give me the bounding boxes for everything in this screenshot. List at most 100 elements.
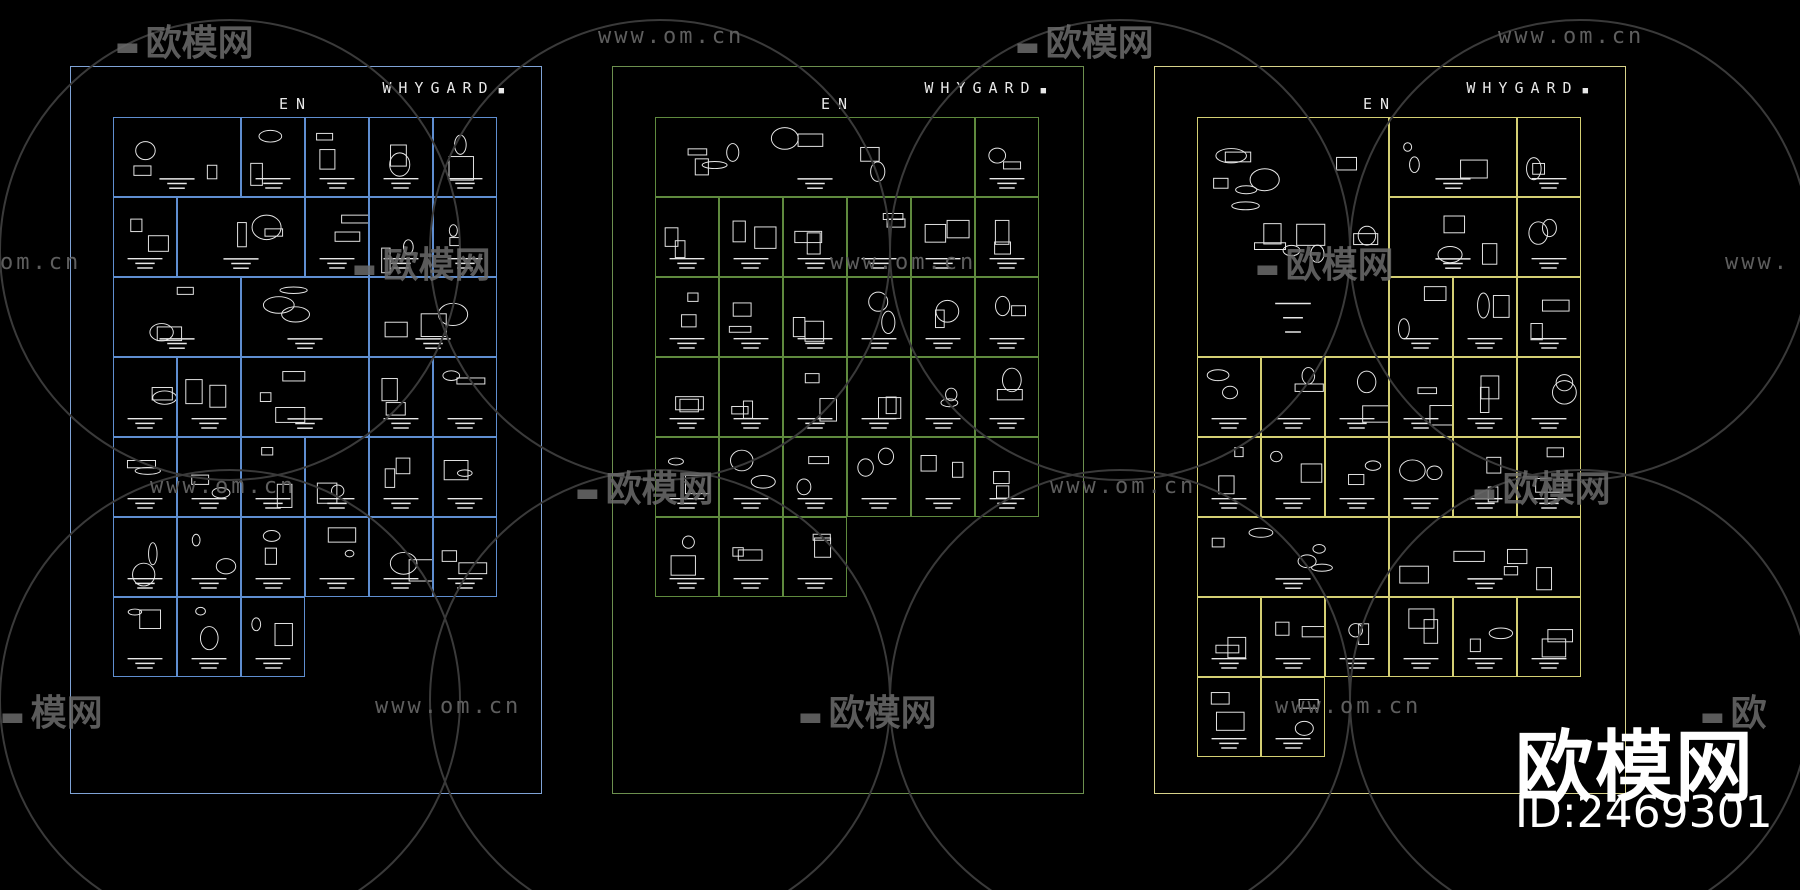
watermark-url: www.om.cn — [598, 24, 745, 49]
sheet-brand-title: WHYGARD — [924, 79, 1047, 97]
cad-block-cell — [241, 277, 369, 357]
watermark-logo: 欧模网 — [1472, 460, 1611, 512]
cad-symbol-drawing — [989, 295, 1026, 349]
cad-symbol-drawing — [441, 550, 488, 589]
cad-symbol-drawing — [1467, 375, 1503, 429]
cad-block-cell — [1261, 437, 1325, 517]
cad-symbol-drawing — [730, 449, 776, 509]
cad-block-cell — [1389, 517, 1581, 597]
cad-block-cell — [1453, 277, 1517, 357]
cad-symbol-drawing — [381, 378, 419, 429]
cad-symbol-drawing — [255, 530, 291, 589]
watermark-logo: 欧模网 — [115, 14, 254, 66]
cad-symbol-drawing — [319, 527, 357, 589]
watermark-logo: 欧模网 — [1015, 14, 1154, 66]
drawing-sheet-blue: WHYGARD EN — [70, 66, 542, 794]
cad-symbol-drawing — [988, 147, 1025, 189]
cad-block-cell — [847, 277, 911, 357]
cad-block-cell — [305, 517, 369, 597]
cad-block-cell — [655, 117, 975, 197]
cad-block-cell — [1517, 357, 1581, 437]
stamp-title: 欧模网 — [1515, 723, 1756, 813]
cad-block-cell — [369, 437, 433, 517]
cad-block-cell — [1197, 597, 1261, 677]
cad-block-cell — [433, 517, 497, 597]
cad-block-cell — [1261, 357, 1325, 437]
cad-symbol-drawing — [250, 129, 291, 189]
cad-symbol-drawing — [1526, 157, 1567, 189]
cad-symbol-drawing — [669, 396, 705, 429]
cad-symbol-drawing — [857, 447, 897, 509]
cad-symbol-drawing — [1275, 621, 1324, 669]
cad-block-cell — [655, 197, 719, 277]
cad-symbol-drawing — [1339, 460, 1382, 509]
cad-symbol-drawing — [383, 551, 432, 589]
cad-symbol-drawing — [1339, 623, 1375, 669]
watermark-logo: 欧模网 — [798, 684, 937, 736]
cad-block-cell — [433, 117, 497, 197]
cad-block-cell — [177, 197, 305, 277]
cad-block-cell — [1389, 437, 1453, 517]
cad-symbol-drawing — [262, 286, 323, 349]
cad-block-cell — [177, 357, 241, 437]
cad-block-cell — [1261, 597, 1325, 677]
watermark-logo-partial: 模网 — [0, 684, 103, 736]
cad-symbol-drawing — [1211, 636, 1247, 669]
cad-block-cell — [783, 437, 847, 517]
cad-block-cell — [1197, 517, 1389, 597]
cad-block-cell — [369, 517, 433, 597]
cad-block-cell — [911, 357, 975, 437]
cad-symbol-drawing — [316, 482, 355, 509]
cad-block-cell — [433, 437, 497, 517]
cad-symbol-drawing — [251, 617, 293, 669]
cad-symbol-drawing — [149, 286, 195, 349]
cad-block-cell — [369, 357, 433, 437]
cad-symbol-drawing — [1435, 215, 1498, 269]
cad-block-cell — [241, 517, 305, 597]
cad-symbol-drawing — [383, 457, 419, 509]
cad-block-cell — [1389, 597, 1453, 677]
cad-block-cell — [783, 517, 847, 597]
cad-symbol-drawing — [1467, 627, 1514, 669]
cad-block-cell — [719, 357, 783, 437]
cad-symbol-drawing — [1206, 369, 1247, 429]
cad-symbol-drawing — [1275, 367, 1324, 429]
cad-block-cell — [305, 437, 369, 517]
cad-block-cell — [655, 277, 719, 357]
cad-symbol-drawing — [1403, 608, 1439, 669]
cad-symbol-drawing — [792, 317, 833, 349]
cad-symbol-drawing — [925, 387, 961, 429]
sheet-brand-title: WHYGARD — [382, 79, 505, 97]
cad-block-cell — [1325, 357, 1389, 437]
cad-symbol-drawing — [1403, 142, 1488, 189]
cad-symbol-drawing — [443, 460, 483, 509]
cad-symbol-drawing — [1270, 450, 1323, 509]
stamp-id: ID:2469301 — [1515, 787, 1773, 838]
sheet-language-label: EN — [1363, 95, 1398, 113]
cad-block-cell — [719, 437, 783, 517]
cad-block-cell — [1517, 197, 1581, 277]
cad-symbol-drawing — [1399, 459, 1443, 509]
cad-block-cell — [975, 437, 1039, 517]
cad-symbol-drawing — [664, 227, 705, 269]
cad-block-cell — [1389, 357, 1453, 437]
cad-symbol-drawing — [1530, 299, 1570, 349]
watermark-url: www.om.cn — [1275, 694, 1422, 719]
cad-symbol-drawing — [1403, 387, 1452, 429]
cad-block-cell — [113, 357, 177, 437]
cad-symbol-drawing — [191, 533, 237, 589]
cad-symbol-drawing — [1531, 374, 1577, 429]
cad-block-cell — [719, 517, 783, 597]
cad-block-cell — [113, 277, 241, 357]
cad-block-cell — [783, 277, 847, 357]
cad-block-cell — [113, 517, 177, 597]
watermark-logo-partial: 欧 — [1700, 684, 1767, 736]
cad-symbol-drawing — [1531, 629, 1574, 669]
cad-block-cell — [911, 277, 975, 357]
cad-symbol-drawing — [1339, 370, 1388, 429]
watermark-url-partial: www. — [1725, 250, 1790, 275]
cad-block-cell — [241, 597, 305, 677]
cad-symbol-drawing — [259, 371, 323, 429]
cad-block-cell — [911, 437, 975, 517]
cad-block-cell — [975, 117, 1039, 197]
